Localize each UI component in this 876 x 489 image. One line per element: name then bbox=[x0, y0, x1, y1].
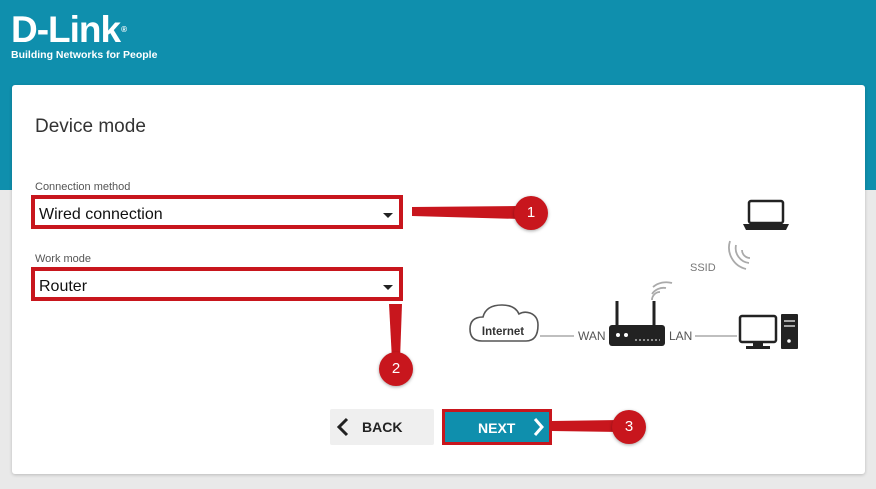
connection-method-value: Wired connection bbox=[39, 206, 163, 223]
callout-pointer bbox=[389, 304, 402, 360]
device-mode-card: Device mode Connection method Wired conn… bbox=[12, 85, 865, 474]
back-button[interactable]: BACK bbox=[330, 409, 434, 445]
chevron-right-icon bbox=[533, 418, 544, 436]
callout-badge-3: 3 bbox=[612, 410, 646, 444]
logo-tagline: Building Networks for People bbox=[11, 49, 158, 61]
work-mode-value: Router bbox=[39, 278, 88, 295]
wan-label: WAN bbox=[578, 329, 606, 343]
internet-label: Internet bbox=[482, 326, 524, 338]
next-button-label: NEXT bbox=[478, 420, 516, 436]
dropdown-caret-icon bbox=[383, 285, 393, 290]
wifi-signal-icon bbox=[651, 281, 673, 301]
callout-pointer bbox=[412, 206, 520, 219]
laptop-icon bbox=[743, 199, 789, 230]
page-title: Device mode bbox=[35, 116, 146, 137]
lan-label: LAN bbox=[669, 329, 692, 343]
callout-pointer bbox=[552, 420, 620, 432]
registered-mark: ® bbox=[121, 25, 127, 34]
logo-wordmark: D-Link bbox=[11, 9, 121, 50]
connection-method-select[interactable]: Wired connection bbox=[31, 195, 403, 229]
work-mode-label: Work mode bbox=[35, 253, 92, 265]
dropdown-caret-icon bbox=[383, 213, 393, 218]
ssid-label: SSID bbox=[690, 262, 716, 274]
callout-badge-1: 1 bbox=[514, 196, 548, 230]
desktop-computer-icon bbox=[738, 314, 798, 349]
network-diagram: Internet WAN LAN SSID bbox=[469, 199, 798, 349]
router-icon bbox=[609, 301, 665, 346]
connection-method-label: Connection method bbox=[35, 181, 131, 193]
callout-badge-2: 2 bbox=[379, 352, 413, 386]
next-button[interactable]: NEXT bbox=[442, 409, 552, 445]
back-button-label: BACK bbox=[362, 419, 403, 435]
chevron-left-icon bbox=[336, 417, 349, 437]
work-mode-select[interactable]: Router bbox=[31, 267, 403, 301]
cloud-icon bbox=[469, 304, 539, 342]
dlink-logo: D-Link® Building Networks for People bbox=[11, 9, 158, 61]
wifi-signal-icon bbox=[728, 240, 751, 270]
